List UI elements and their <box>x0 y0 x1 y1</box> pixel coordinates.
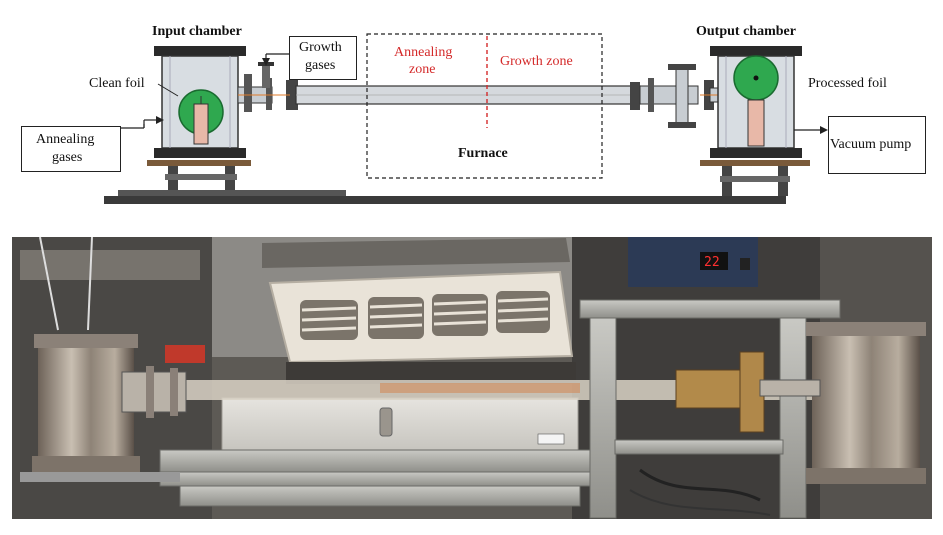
process-tube <box>237 64 740 128</box>
growth-gas-inlet <box>258 53 290 88</box>
photo-background <box>12 237 932 519</box>
photo-output-chamber <box>675 322 926 484</box>
schematic-diagram <box>104 33 828 204</box>
processed-foil-strip <box>747 99 765 147</box>
annealing-gases-line1: Annealing <box>36 132 95 147</box>
growth-gases-line1: Growth <box>299 40 342 55</box>
controller-readout: 22 <box>704 255 720 270</box>
foil-strip <box>193 103 209 145</box>
output-stand <box>700 160 810 196</box>
processed-foil-label: Processed foil <box>808 76 887 91</box>
annealing-gases-box: Annealing gases <box>21 126 121 172</box>
controller-panel <box>628 237 758 287</box>
output-chamber <box>710 46 802 158</box>
output-chamber-label: Output chamber <box>696 24 796 39</box>
annealing-zone-line2: zone <box>409 62 436 77</box>
furnace-body <box>221 362 579 451</box>
vacuum-pump-arrow <box>794 126 828 134</box>
growth-zone-label: Growth zone <box>500 54 573 69</box>
base-rail <box>104 196 786 204</box>
input-chamber-label: Input chamber <box>152 24 242 39</box>
annealing-gas-arrow <box>120 116 164 129</box>
vacuum-pump-box: Vacuum pump <box>828 116 926 174</box>
furnace-outline <box>366 33 603 179</box>
aluminum-frame <box>159 299 841 519</box>
clean-foil-label: Clean foil <box>89 76 145 91</box>
growth-gases-line2: gases <box>305 58 336 73</box>
input-chamber <box>154 46 246 158</box>
vacuum-pump-label: Vacuum pump <box>830 137 912 152</box>
input-stand <box>147 160 251 190</box>
clean-foil-arrow <box>157 83 179 97</box>
furnace-label: Furnace <box>458 146 508 161</box>
quartz-tube <box>140 380 830 400</box>
left-rail-step <box>118 190 346 196</box>
furnace-lid <box>262 238 574 364</box>
growth-gases-box: Growth gases <box>289 36 357 80</box>
furnace-latch <box>379 407 393 437</box>
photo-input-chamber <box>20 334 187 482</box>
annealing-zone-line1: Annealing <box>394 45 453 60</box>
annealing-gases-line2: gases <box>52 150 83 165</box>
